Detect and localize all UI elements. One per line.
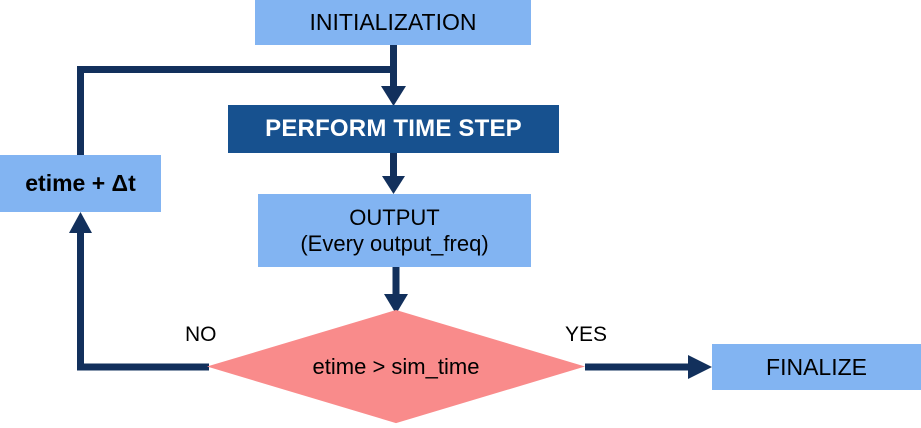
node-perform-time-step[interactable]: PERFORM TIME STEP (228, 105, 559, 153)
edge-label-yes: YES (565, 323, 608, 346)
node-etime-increment[interactable]: etime + Δt (0, 155, 161, 212)
node-output-label-line2: (Every output_freq) (300, 230, 489, 256)
node-output-label-line1: OUTPUT (349, 204, 440, 230)
edge-label-no: NO (185, 323, 217, 346)
node-finalize-label: FINALIZE (766, 353, 867, 380)
node-etime-increment-label: etime + Δt (25, 170, 136, 197)
node-perform-time-step-label: PERFORM TIME STEP (265, 115, 522, 143)
arrowhead-no-to-etime (69, 212, 92, 233)
node-finalize[interactable]: FINALIZE (712, 344, 921, 390)
node-decision[interactable]: etime > sim_time (207, 310, 585, 428)
arrowhead-yes-to-finalize (688, 355, 712, 379)
node-initialization-label: INITIALIZATION (309, 9, 477, 36)
arrowhead-init-to-perform (381, 86, 406, 106)
node-output[interactable]: OUTPUT (Every output_freq) (258, 194, 531, 267)
node-decision-label: etime > sim_time (312, 353, 480, 379)
node-initialization[interactable]: INITIALIZATION (255, 0, 531, 45)
arrowhead-perform-to-output (382, 176, 405, 194)
